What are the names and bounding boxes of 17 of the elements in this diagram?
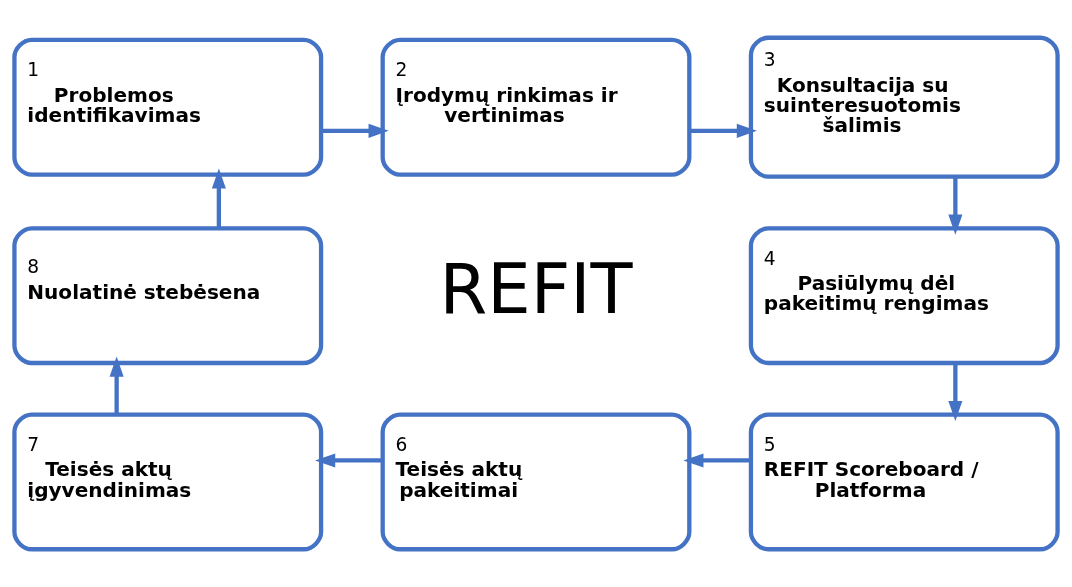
node-box: 2 Įrodymų rinkimas ir vertinimas	[380, 37, 692, 177]
arrow	[689, 123, 757, 138]
node-box: 8 Nuolatinė stebėsena	[12, 226, 324, 366]
node-box: 5 REFIT Scoreboard / Platforma	[748, 412, 1060, 552]
node-box: 7 Teisės aktų įgyvendinimas	[12, 412, 324, 552]
node-box: 4 Pasiūlymų dėl pakeitimų rengimas	[748, 226, 1060, 366]
node-box: 3 Konsultacija su suinteresuotomis šalimis	[748, 35, 1060, 179]
arrow	[109, 356, 124, 415]
arrow	[948, 176, 963, 235]
arrow	[321, 123, 389, 138]
node-box: 1 Problemos identifikavimas	[12, 37, 324, 177]
node-box: 6 Teisės aktų pakeitimai	[380, 412, 692, 552]
arrow	[211, 168, 226, 229]
arrow	[948, 363, 963, 422]
arrow	[315, 453, 383, 468]
arrow	[683, 453, 751, 468]
label: REFIT	[439, 248, 633, 329]
